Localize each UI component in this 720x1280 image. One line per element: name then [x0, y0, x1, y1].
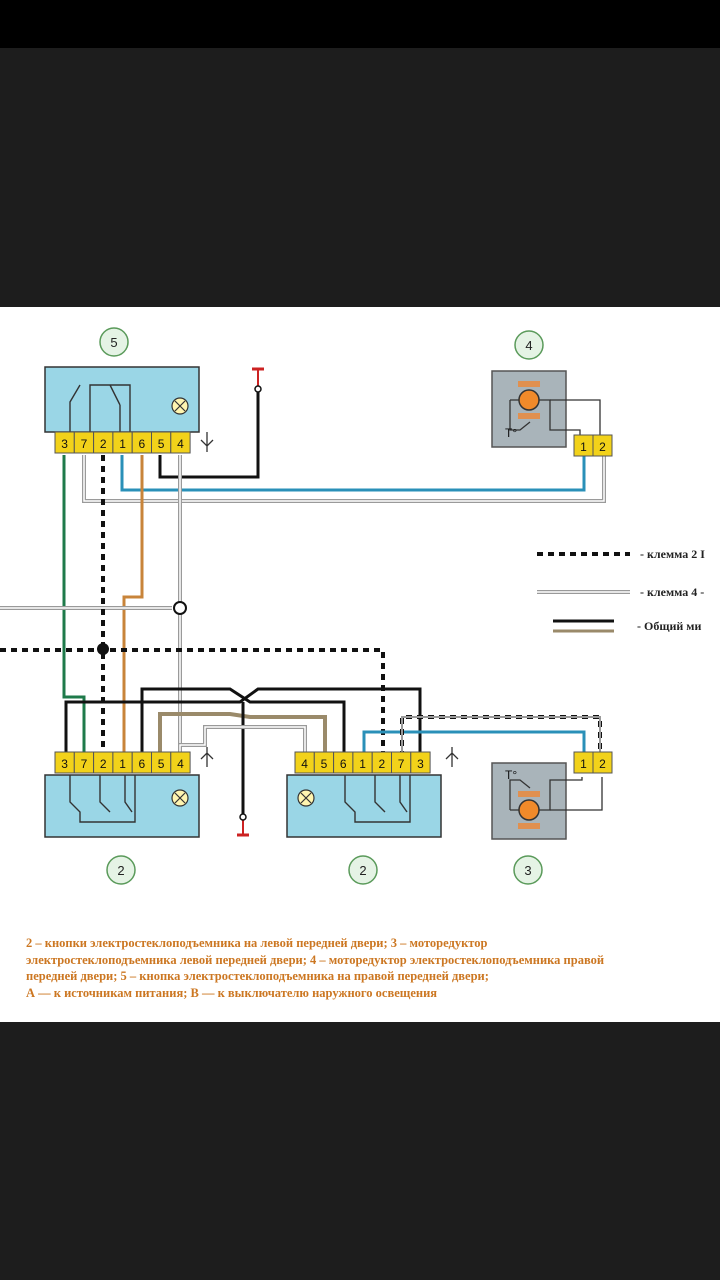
- pin-label: 6: [139, 437, 146, 451]
- top-bar: [0, 0, 720, 48]
- pin-label: 4: [177, 437, 184, 451]
- wire-blue-bottom: [362, 730, 586, 757]
- pin-label: 4: [301, 757, 308, 771]
- pin-label: 5: [158, 437, 165, 451]
- label-5: 5: [110, 335, 117, 350]
- label-2-right: 2: [359, 863, 366, 878]
- wire-black-cross-a: [64, 687, 422, 757]
- label-circle-5: 5: [99, 327, 129, 357]
- legend: - клемма 2 I - клемма 4 - - Общий ми: [537, 547, 705, 633]
- pin-label: 7: [81, 437, 88, 451]
- motor-3: T°: [491, 762, 603, 840]
- switch-2-right: [286, 774, 442, 838]
- junction-grey: [173, 601, 187, 615]
- pin-label: 1: [580, 440, 587, 454]
- pin-label: 5: [158, 757, 165, 771]
- legend-text-2: - клемма 4 -: [640, 585, 704, 599]
- wire-dashed-main: [0, 648, 385, 757]
- wire-black-top: [158, 389, 260, 479]
- pin-label: 2: [599, 440, 606, 454]
- ground-symbol-left: [200, 747, 214, 767]
- pin-label: 7: [398, 757, 405, 771]
- pin-label: 1: [119, 437, 126, 451]
- pin-label: 6: [340, 757, 347, 771]
- ground-symbol-right: [445, 747, 459, 767]
- label-circle-2-left: 2: [106, 855, 136, 885]
- switch-5: [44, 366, 200, 433]
- pin-label: 2: [100, 437, 107, 451]
- pin-label: 1: [359, 757, 366, 771]
- pin-label: 2: [599, 757, 606, 771]
- wire-grey-cross: [158, 712, 327, 757]
- pin-label: 2: [100, 757, 107, 771]
- pin-label: 5: [321, 757, 328, 771]
- label-3: 3: [524, 863, 531, 878]
- wire-black-cross-b: [140, 687, 346, 757]
- label-circle-3: 3: [513, 855, 543, 885]
- wire-green: [62, 455, 86, 757]
- pin-box: [170, 431, 191, 454]
- ground-symbol-top: [200, 432, 214, 452]
- legend-text-3: - Общий ми: [637, 619, 701, 633]
- svg-text:T°: T°: [505, 768, 517, 782]
- pin-label: 1: [580, 757, 587, 771]
- pin-label: 2: [379, 757, 386, 771]
- label-4: 4: [525, 338, 532, 353]
- pin-box: [592, 751, 613, 774]
- diagram-caption: 2 – кнопки электростеклоподъемника на ле…: [26, 936, 605, 1000]
- pin-label: 3: [417, 757, 424, 771]
- label-circle-2-right: 2: [348, 855, 378, 885]
- wire-dashed-bottom: [400, 715, 602, 757]
- label-2-left: 2: [117, 863, 124, 878]
- wire-brown: [122, 455, 144, 757]
- pin-label: 3: [61, 757, 68, 771]
- legend-text-1: - клемма 2 I: [640, 547, 705, 561]
- wire-blue-top: [120, 455, 586, 492]
- pin-label: 1: [119, 757, 126, 771]
- pin-label: 4: [177, 757, 184, 771]
- pin-label: 3: [61, 437, 68, 451]
- switch-2-left: [44, 774, 200, 838]
- pin-box: [410, 751, 431, 774]
- motor-4: T°: [491, 370, 601, 448]
- svg-text:T°: T°: [505, 426, 517, 440]
- pin-box: [592, 434, 613, 457]
- pin-box: [170, 751, 191, 774]
- label-circle-4: 4: [514, 330, 544, 360]
- junction-black: [97, 643, 109, 655]
- pin-label: 6: [139, 757, 146, 771]
- pin-label: 7: [81, 757, 88, 771]
